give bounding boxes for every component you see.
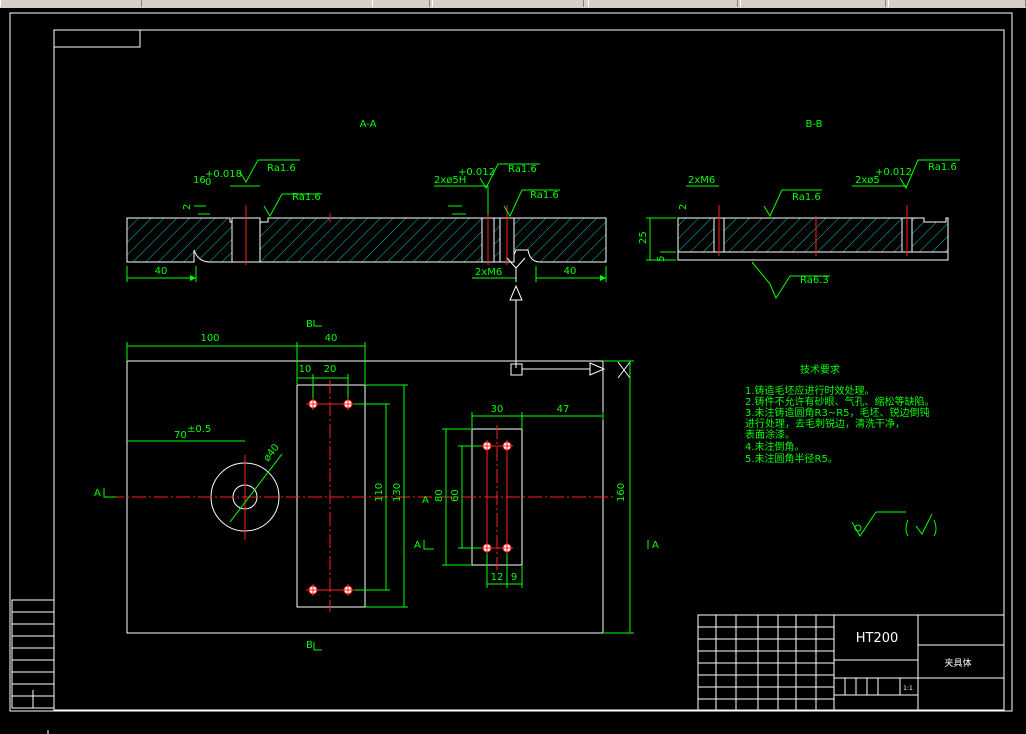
svg-text:±0.5: ±0.5 (187, 424, 211, 435)
dim-plan-160: 160 (616, 483, 627, 502)
section-view-aa: A-A 40 40 2 16 +0.018 0 2xø5H +0.012 2xM… (126, 119, 607, 282)
drawing-frame (9, 12, 1013, 712)
dim-bb-25: 25 (638, 231, 649, 244)
dim-aa-depth: 2 (182, 204, 193, 210)
svg-text:130: 130 (392, 483, 403, 502)
svg-text:Ra1.6: Ra1.6 (530, 190, 559, 201)
svg-text:2.铸件不允许有砂眼、气孔、缩松等缺陷。: 2.铸件不允许有砂眼、气孔、缩松等缺陷。 (745, 395, 935, 408)
svg-text:5.未注圆角半径R5。: 5.未注圆角半径R5。 (745, 452, 838, 465)
svg-text:+0.012: +0.012 (458, 167, 495, 178)
dim-bb-2xm6: 2xM6 (688, 175, 715, 186)
svg-text:3.未注铸造圆角R3~R5，毛坯、锐边倒钝: 3.未注铸造圆角R3~R5，毛坯、锐边倒钝 (745, 406, 930, 419)
title-block: HT200 夹具体 1:1 (697, 614, 1005, 711)
svg-text:110: 110 (374, 483, 385, 502)
dim-plan-70: 70 (174, 430, 187, 441)
toolbar-button[interactable] (0, 0, 142, 7)
svg-text:Ra1.6: Ra1.6 (508, 164, 537, 175)
dim-plan-40: 40 (325, 333, 338, 344)
dim-aa-2x5: 2xø5H (434, 175, 466, 186)
title-scale: 1:1 (903, 685, 913, 692)
svg-text:4.未注倒角。: 4.未注倒角。 (745, 440, 805, 453)
svg-text:进行处理，去毛刺锐边，清洗干净，: 进行处理，去毛刺锐边，清洗干净， (745, 417, 905, 430)
svg-text:Ra1.6: Ra1.6 (928, 162, 957, 173)
marker-a-left: A (94, 488, 101, 499)
svg-text:9: 9 (511, 572, 517, 583)
window-toolbar-strip (0, 0, 1026, 8)
title-part-name: 夹具体 (944, 657, 971, 669)
toolbar-button[interactable] (588, 0, 738, 7)
marker-b-top: B (306, 319, 313, 330)
svg-text:表面涂漆。: 表面涂漆。 (745, 428, 795, 441)
svg-text:Ra1.6: Ra1.6 (292, 192, 321, 203)
cad-drawing-canvas[interactable]: A-A 40 40 2 16 +0.018 0 2xø5H +0.012 2xM… (0, 8, 1026, 734)
svg-text:A: A (414, 540, 421, 551)
svg-text:+0.012: +0.012 (875, 167, 912, 178)
svg-text:12: 12 (491, 572, 504, 583)
dim-plan-dia40: ø40 (262, 442, 282, 464)
svg-text:5: 5 (656, 256, 667, 262)
roughness-bb-63: Ra6.3 (800, 275, 829, 286)
dim-aa-2xm6: 2xM6 (475, 267, 502, 278)
svg-text:2: 2 (678, 204, 689, 210)
section-aa-label: A-A (360, 119, 377, 130)
svg-text:Ra1.6: Ra1.6 (792, 192, 821, 203)
general-roughness-symbol (851, 511, 937, 537)
plan-view: 100 40 10 20 70 ±0.5 ø40 110 130 30 47 8… (94, 257, 659, 651)
marker-a-right: A (652, 540, 659, 551)
dim-plan-100: 100 (200, 333, 219, 344)
dim-aa-left-40: 40 (155, 266, 168, 277)
dim-aa-16-tol: +0.018 (205, 169, 242, 180)
section-view-bb: B-B 2xM6 2xø5 +0.012 2 25 5 Ra1.6 Ra1.6 … (638, 119, 960, 300)
dim-aa-right-40: 40 (564, 266, 577, 277)
svg-text:80: 80 (434, 489, 445, 502)
svg-text:30: 30 (491, 404, 504, 415)
toolbar-button[interactable] (888, 0, 1026, 7)
roughness-aa-1: Ra1.6 (267, 163, 296, 174)
section-bb-label: B-B (806, 119, 823, 130)
toolbar-button[interactable] (740, 0, 886, 7)
toolbar-button[interactable] (432, 0, 584, 7)
tech-notes-title: 技术要求 (800, 363, 840, 376)
svg-text:20: 20 (324, 364, 337, 375)
dim-bb-2x5: 2xø5 (855, 175, 880, 186)
svg-text:60: 60 (450, 489, 461, 502)
marker-b-bottom: B (306, 640, 313, 651)
title-material: HT200 (856, 631, 899, 646)
dim-aa-16: 16 (193, 175, 206, 186)
svg-text:47: 47 (557, 404, 570, 415)
technical-requirements: 技术要求 1.铸造毛坯应进行时效处理。 2.铸件不允许有砂眼、气孔、缩松等缺陷。… (745, 363, 935, 465)
svg-text:0: 0 (205, 177, 211, 188)
svg-text:10: 10 (299, 364, 312, 375)
toolbar-button[interactable] (372, 0, 430, 7)
svg-text:1.铸造毛坯应进行时效处理。: 1.铸造毛坯应进行时效处理。 (745, 384, 875, 397)
svg-text:A: A (422, 495, 429, 506)
